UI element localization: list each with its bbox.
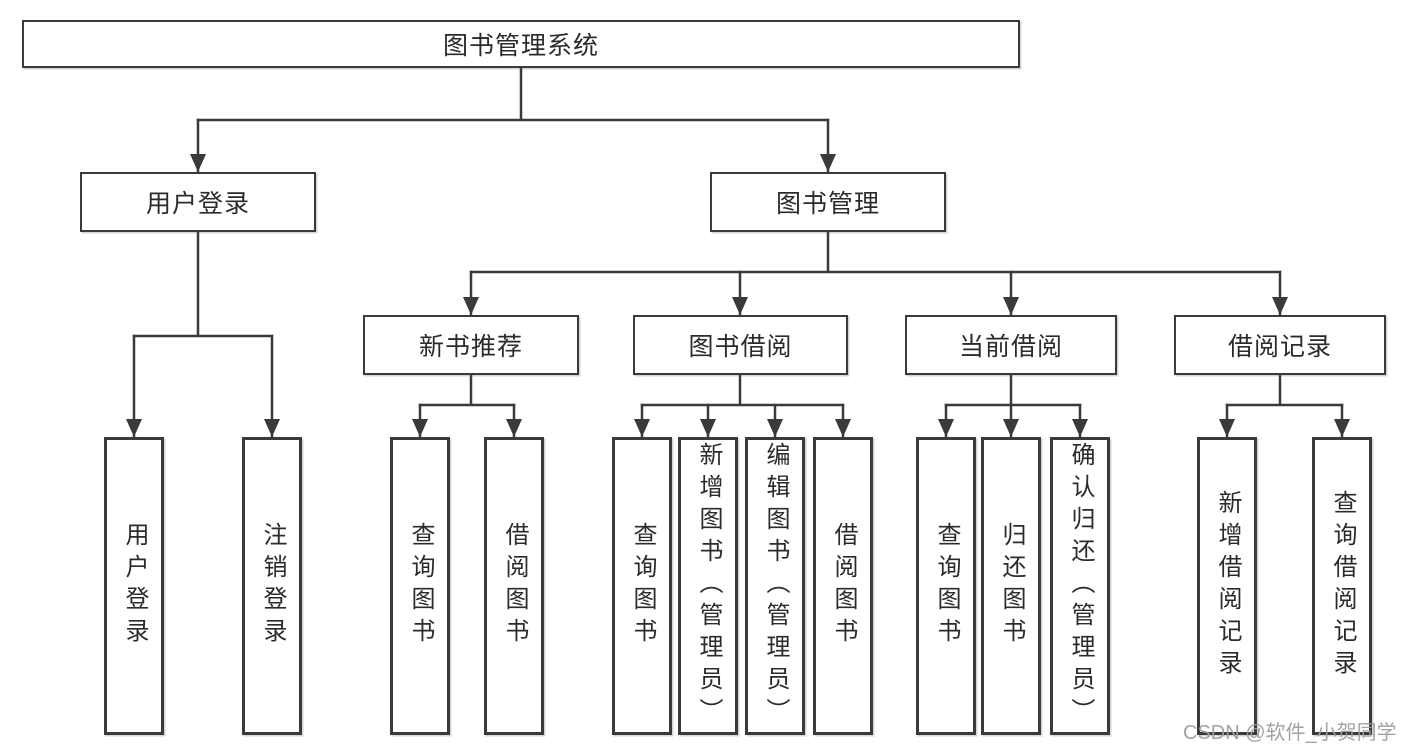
node-borrowing-records: 借阅记录: [1174, 315, 1386, 375]
csdn-watermark: CSDN @软件_小贺同学: [1183, 722, 1397, 744]
leaf-user-login-label: 用户登录: [121, 522, 148, 650]
leaf-borrow-books-newbook: 借阅图书: [484, 437, 544, 735]
leaf-query-books-current: 查询图书: [916, 437, 976, 735]
node-book-borrowing: 图书借阅: [633, 315, 848, 375]
leaf-return-books: 归还图书: [981, 437, 1041, 735]
leaf-query-books-borrow-label: 查询图书: [629, 522, 656, 650]
leaf-edit-books-admin: 编辑图书（管理员）: [745, 437, 805, 735]
node-current-borrowing: 当前借阅: [905, 315, 1117, 375]
leaf-query-books-current-label: 查询图书: [933, 522, 960, 650]
connector-spines: [132, 66, 1344, 407]
node-book-management-label: 图书管理: [775, 190, 880, 218]
leaf-borrow-books-newbook-label: 借阅图书: [501, 522, 528, 650]
leaf-add-books-admin-label: 新增图书（管理员）: [695, 442, 722, 730]
node-new-book-recommendation: 新书推荐: [363, 315, 579, 375]
leaf-query-books-borrow: 查询图书: [612, 437, 672, 735]
leaf-logout-label: 注销登录: [259, 522, 286, 650]
leaf-query-borrow-record: 查询借阅记录: [1312, 437, 1372, 735]
leaf-query-books-newbook-label: 查询图书: [407, 522, 434, 650]
node-root-label: 图书管理系统: [442, 32, 599, 60]
node-user-login: 用户登录: [80, 172, 316, 232]
node-current-borrowing-label: 当前借阅: [958, 333, 1063, 361]
node-user-login-label: 用户登录: [145, 190, 250, 218]
leaf-borrow-books-label: 借阅图书: [830, 522, 857, 650]
leaf-query-borrow-record-label: 查询借阅记录: [1329, 490, 1356, 682]
node-book-borrowing-label: 图书借阅: [688, 333, 793, 361]
node-borrowing-records-label: 借阅记录: [1227, 333, 1332, 361]
leaf-logout: 注销登录: [242, 437, 302, 735]
node-root: 图书管理系统: [22, 20, 1020, 68]
leaf-confirm-return-admin-label: 确认归还（管理员）: [1067, 442, 1094, 730]
leaf-query-books-newbook: 查询图书: [390, 437, 450, 735]
leaf-add-books-admin: 新增图书（管理员）: [678, 437, 738, 735]
leaf-add-borrow-record: 新增借阅记录: [1197, 437, 1257, 735]
leaf-confirm-return-admin: 确认归还（管理员）: [1050, 437, 1110, 735]
node-new-book-label: 新书推荐: [418, 333, 523, 361]
leaf-borrow-books: 借阅图书: [813, 437, 873, 735]
leaf-edit-books-admin-label: 编辑图书（管理员）: [762, 442, 789, 730]
node-book-management: 图书管理: [710, 172, 946, 232]
leaf-return-books-label: 归还图书: [998, 522, 1025, 650]
leaf-user-login: 用户登录: [104, 437, 164, 735]
leaf-add-borrow-record-label: 新增借阅记录: [1214, 490, 1241, 682]
